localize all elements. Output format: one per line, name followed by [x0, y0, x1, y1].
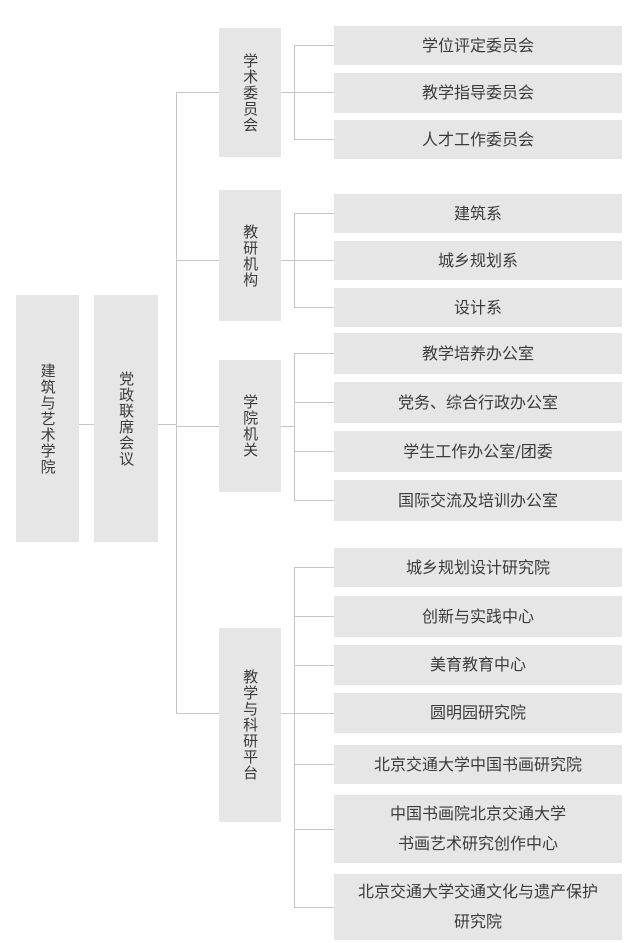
leaf-box-degree-committee: 学位评定委员会: [334, 26, 622, 65]
connector-h: [294, 907, 334, 908]
leaf-label: 北京交通大学交通文化与遗产保护 研究院: [357, 882, 598, 931]
connector-h: [294, 139, 334, 140]
connector-h: [294, 451, 334, 452]
leaf-box-teaching-steering-committee: 教学指导委员会: [334, 73, 622, 113]
connector-h: [176, 92, 219, 93]
connector-h: [281, 713, 294, 714]
leaf-box-talent-committee: 人才工作委员会: [334, 120, 622, 159]
category-label: 学术委员会: [241, 52, 260, 133]
leaf-box-innovation-practice-center: 创新与实践中心: [334, 596, 622, 637]
connector-h: [294, 353, 334, 354]
leaf-box-teaching-training-office: 教学培养办公室: [334, 333, 622, 374]
connector-v-trunk: [176, 92, 177, 713]
leaf-box-aesthetic-education-center: 美育教育中心: [334, 645, 622, 685]
connector-h: [294, 764, 334, 765]
leaf-label: 建筑系: [453, 203, 502, 223]
box-category-teaching-research-units: 教研机构: [219, 190, 281, 321]
category-label: 教学与科研平台: [241, 669, 260, 781]
connector-h: [294, 213, 334, 214]
category-label: 教研机构: [241, 223, 260, 288]
leaf-label: 教学培养办公室: [421, 343, 534, 363]
box-college-root: 建筑与艺术学院: [16, 295, 79, 542]
connector-h: [294, 713, 334, 714]
leaf-box-urban-planning-dept: 城乡规划系: [334, 241, 622, 280]
leaf-label: 北京交通大学中国书画研究院: [373, 754, 582, 774]
leaf-label: 学位评定委员会: [421, 35, 534, 55]
leaf-box-student-work-office: 学生工作办公室/团委: [334, 431, 622, 472]
leaf-label: 城乡规划系: [437, 250, 518, 270]
leaf-box-calligraphy-painting-institute: 北京交通大学中国书画研究院: [334, 745, 622, 784]
connector-h: [281, 260, 294, 261]
leaf-box-design-dept: 设计系: [334, 288, 622, 327]
leaf-box-calligraphy-art-creation-center: 中国书画院北京交通大学 书画艺术研究创作中心: [334, 795, 622, 863]
leaf-label: 创新与实践中心: [421, 606, 534, 626]
leaf-box-planning-design-institute: 城乡规划设计研究院: [334, 548, 622, 587]
leaf-label: 人才工作委员会: [421, 129, 534, 149]
connector-h: [176, 713, 219, 714]
connector-v: [294, 353, 295, 500]
leaf-label: 美育教育中心: [429, 655, 526, 674]
leaf-label: 圆明园研究院: [429, 703, 526, 722]
connector-h: [294, 665, 334, 666]
connector-h: [294, 567, 334, 568]
connector-h: [294, 92, 334, 93]
connector-h: [294, 402, 334, 403]
box-joint-meeting: 党政联席会议: [94, 295, 158, 542]
connector-h: [294, 616, 334, 617]
leaf-label: 设计系: [453, 297, 502, 317]
connector-h: [294, 260, 334, 261]
connector-h: [158, 424, 176, 425]
connector-h: [294, 829, 334, 830]
leaf-label: 城乡规划设计研究院: [405, 557, 550, 577]
box-category-teaching-research-platforms: 教学与科研平台: [219, 628, 281, 822]
connector-h: [176, 260, 219, 261]
leaf-box-international-office: 国际交流及培训办公室: [334, 480, 622, 521]
connector-h: [294, 500, 334, 501]
leaf-label: 党务、综合行政办公室: [397, 392, 558, 412]
category-label: 学院机关: [241, 394, 260, 458]
leaf-label: 国际交流及培训办公室: [397, 490, 558, 510]
leaf-label: 教学指导委员会: [421, 83, 534, 102]
connector-h: [294, 45, 334, 46]
connector-v: [294, 567, 295, 907]
leaf-label: 学生工作办公室/团委: [403, 441, 553, 461]
box-category-college-offices: 学院机关: [219, 360, 281, 492]
joint-meeting-label: 党政联席会议: [117, 370, 136, 467]
leaf-box-architecture-dept: 建筑系: [334, 194, 622, 233]
connector-h: [281, 92, 294, 93]
leaf-box-party-admin-office: 党务、综合行政办公室: [334, 382, 622, 423]
box-category-academic-committee: 学术委员会: [219, 28, 281, 157]
leaf-box-yuanmingyuan-institute: 圆明园研究院: [334, 693, 622, 733]
connector-h: [281, 426, 294, 427]
leaf-box-transport-culture-heritage-institute: 北京交通大学交通文化与遗产保护 研究院: [334, 874, 622, 940]
connector-h: [294, 307, 334, 308]
connector-h: [79, 424, 94, 425]
connector-h: [176, 426, 219, 427]
leaf-label: 中国书画院北京交通大学 书画艺术研究创作中心: [389, 804, 566, 853]
college-root-label: 建筑与艺术学院: [38, 362, 57, 475]
